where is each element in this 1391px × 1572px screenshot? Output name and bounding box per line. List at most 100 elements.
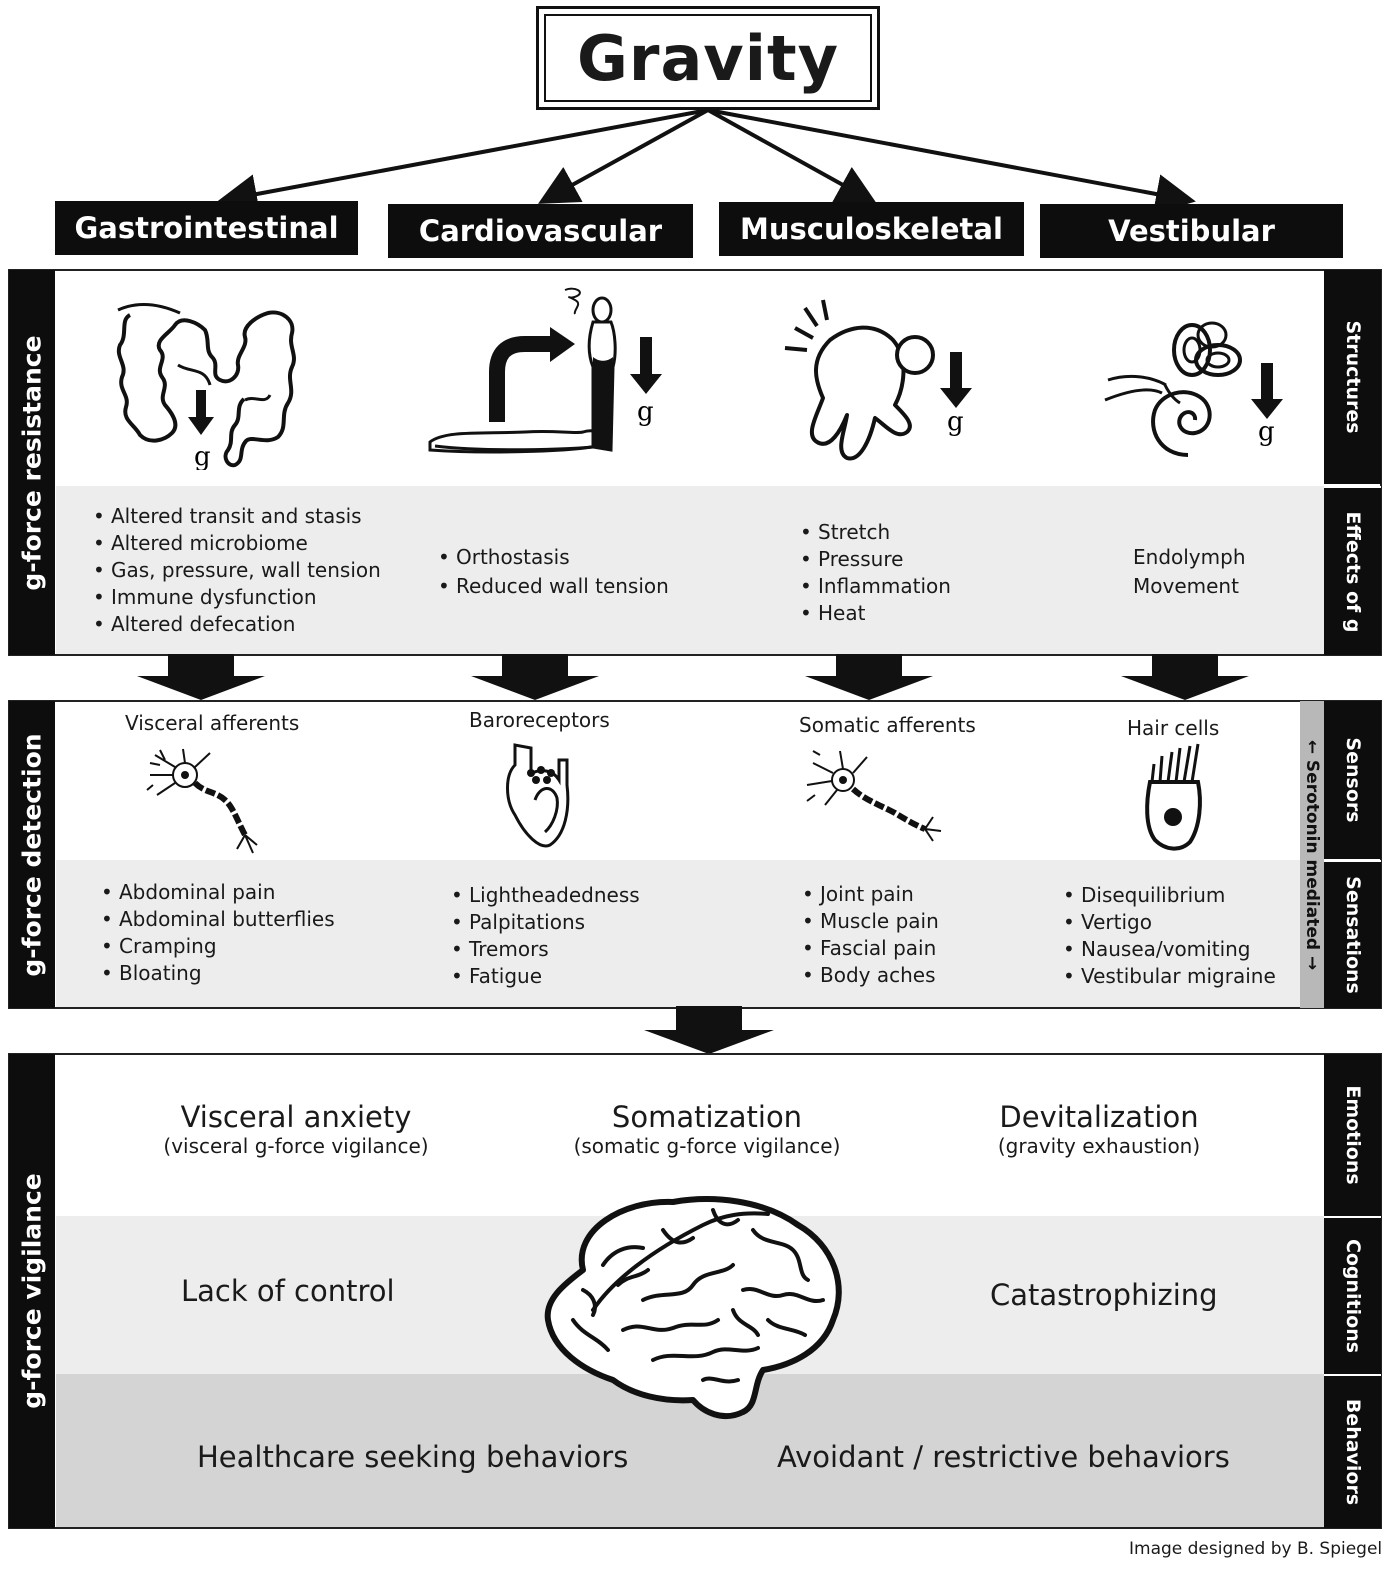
brain-icon <box>543 1190 848 1422</box>
cognition-catastrophizing: Catastrophizing <box>990 1278 1218 1312</box>
sensation-item: Fascial pain <box>798 935 939 962</box>
down-arrow-center <box>644 1006 774 1054</box>
cognitions-label-text: Cognitions <box>1342 1239 1364 1353</box>
serotonin-label-text: ← Serotonin mediated → <box>1302 739 1322 969</box>
row-label-behaviors: Behaviors <box>1324 1374 1381 1528</box>
down-arrow-gi <box>137 654 265 700</box>
down-arrow-vest <box>1121 654 1249 700</box>
flow-arrow-2 <box>0 1006 1391 1056</box>
sensation-item: Muscle pain <box>798 908 939 935</box>
sensation-item: Abdominal butterflies <box>97 906 335 933</box>
gi-g-symbol: g <box>194 442 211 470</box>
row-label-effects: Effects of g <box>1324 486 1381 655</box>
somatic-neuron-icon <box>805 745 945 845</box>
behavior-healthcare-seeking: Healthcare seeking behaviors <box>197 1440 628 1474</box>
sensation-item: Fatigue <box>447 963 640 990</box>
connector-gi <box>225 110 708 200</box>
effect-item: Altered microbiome <box>89 530 381 557</box>
system-musculoskeletal: Musculoskeletal <box>719 202 1024 256</box>
emotion-devitalization: Devitalization (gravity exhaustion) <box>949 1100 1249 1158</box>
emotion-title: Devitalization <box>949 1100 1249 1134</box>
behaviors-label-text: Behaviors <box>1342 1399 1364 1505</box>
sensation-item: Abdominal pain <box>97 879 335 906</box>
sensations-gi-list: Abdominal pain Abdominal butterflies Cra… <box>97 879 335 987</box>
sensations-label-text: Sensations <box>1342 876 1364 994</box>
sensation-item: Bloating <box>97 960 335 987</box>
joint-pain-icon: g <box>775 290 985 470</box>
sensation-item: Palpitations <box>447 909 640 936</box>
emotion-somatization: Somatization (somatic g-force vigilance) <box>557 1100 857 1158</box>
system-gastrointestinal: Gastrointestinal <box>55 201 358 255</box>
sensation-item: Vestibular migraine <box>1059 963 1276 990</box>
serotonin-bar: ← Serotonin mediated → <box>1300 701 1324 1008</box>
sensation-item: Nausea/vomiting <box>1059 936 1276 963</box>
effect-item: Altered defecation <box>89 611 381 638</box>
vest-g-symbol: g <box>1258 417 1275 447</box>
effects-label-text: Effects of g <box>1342 511 1364 632</box>
sensations-vest-list: Disequilibrium Vertigo Nausea/vomiting V… <box>1059 882 1276 990</box>
sensation-item: Joint pain <box>798 881 939 908</box>
effects-vest: Endolymph Movement <box>1133 543 1246 601</box>
row-label-emotions: Emotions <box>1324 1054 1381 1216</box>
sensations-cv-list: Lightheadedness Palpitations Tremors Fat… <box>447 882 640 990</box>
sensor-msk: Somatic afferents <box>799 713 976 737</box>
orthostasis-icon: g <box>425 282 675 462</box>
sensations-msk-list: Joint pain Muscle pain Fascial pain Body… <box>798 881 939 989</box>
effects-cv-list: Orthostasis Reduced wall tension <box>434 543 669 601</box>
cv-g-symbol: g <box>637 397 654 427</box>
down-arrow-msk <box>805 654 933 700</box>
row-label-cognitions: Cognitions <box>1324 1216 1381 1374</box>
hair-cell-icon <box>1140 742 1210 852</box>
down-arrow-cv <box>471 654 599 700</box>
effect-item: Stretch <box>796 519 951 546</box>
section-label-vigilance: g-force vigilance <box>9 1054 55 1528</box>
sensation-item: Tremors <box>447 936 640 963</box>
effect-item: Orthostasis <box>434 543 669 572</box>
intestine-icon: g <box>110 295 310 470</box>
msk-g-symbol: g <box>947 407 964 437</box>
system-cardiovascular: Cardiovascular <box>388 204 693 258</box>
inner-ear-icon: g <box>1100 305 1290 465</box>
section-label-detection: g-force detection <box>9 701 55 1008</box>
sensation-item: Vertigo <box>1059 909 1276 936</box>
effect-item: Gas, pressure, wall tension <box>89 557 381 584</box>
row-label-sensors: Sensors <box>1324 701 1381 859</box>
effect-item: Immune dysfunction <box>89 584 381 611</box>
heart-vessels-icon <box>495 740 585 855</box>
effect-item: Reduced wall tension <box>434 572 669 601</box>
section-label-resistance: g-force resistance <box>9 270 55 655</box>
emotion-title: Visceral anxiety <box>146 1100 446 1134</box>
effect-item: Heat <box>796 600 951 627</box>
effect-item: Inflammation <box>796 573 951 600</box>
emotion-subtitle: (visceral g-force vigilance) <box>146 1134 446 1158</box>
sensation-item: Lightheadedness <box>447 882 640 909</box>
emotions-label-text: Emotions <box>1342 1085 1364 1184</box>
emotion-visceral-anxiety: Visceral anxiety (visceral g-force vigil… <box>146 1100 446 1158</box>
sensors-label-text: Sensors <box>1342 737 1364 822</box>
vigilance-label-text: g-force vigilance <box>18 1173 47 1408</box>
behavior-avoidant-restrictive: Avoidant / restrictive behaviors <box>777 1440 1230 1474</box>
sensation-item: Cramping <box>97 933 335 960</box>
row-label-sensations: Sensations <box>1324 860 1381 1008</box>
effect-item: Pressure <box>796 546 951 573</box>
connector-vest <box>708 110 1188 200</box>
visceral-neuron-icon <box>145 745 265 855</box>
sensation-item: Body aches <box>798 962 939 989</box>
sensor-cv: Baroreceptors <box>469 708 610 732</box>
resistance-label-text: g-force resistance <box>18 335 47 590</box>
detection-label-text: g-force detection <box>18 733 47 976</box>
effects-msk-list: Stretch Pressure Inflammation Heat <box>796 519 951 627</box>
sensor-gi: Visceral afferents <box>125 711 299 735</box>
emotion-subtitle: (somatic g-force vigilance) <box>557 1134 857 1158</box>
sensation-item: Disequilibrium <box>1059 882 1276 909</box>
flow-arrows-1 <box>0 654 1391 702</box>
structures-label-text: Structures <box>1342 320 1364 433</box>
system-vestibular: Vestibular <box>1040 204 1343 258</box>
cognition-lack-of-control: Lack of control <box>181 1274 395 1308</box>
title-connectors <box>0 0 1391 210</box>
image-credit: Image designed by B. Spiegel <box>1129 1539 1382 1559</box>
effect-item: Endolymph <box>1133 543 1246 572</box>
effect-item: Movement <box>1133 572 1246 601</box>
emotion-subtitle: (gravity exhaustion) <box>949 1134 1249 1158</box>
emotion-title: Somatization <box>557 1100 857 1134</box>
